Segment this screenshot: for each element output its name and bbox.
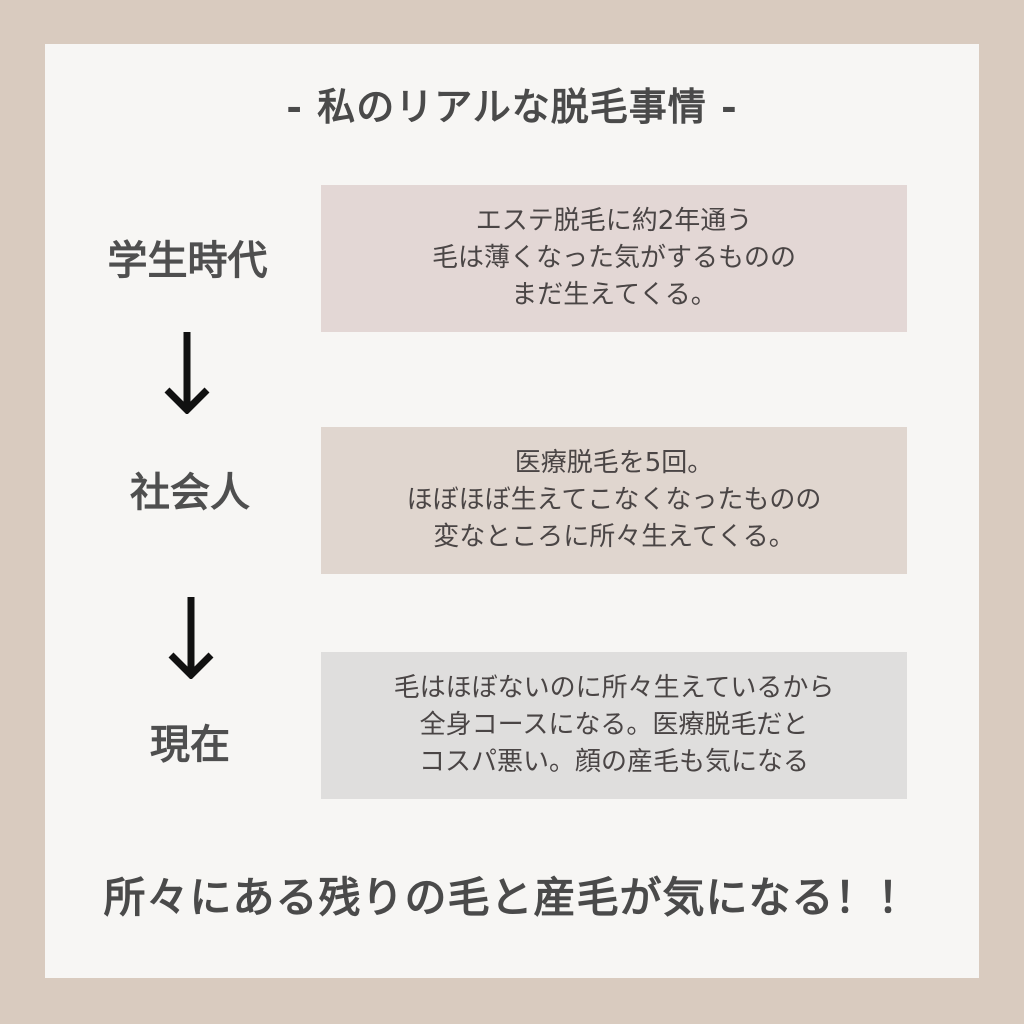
stage-box-working-adult: 医療脱毛を5回。 ほぼほぼ生えてこなくなったものの 変なところに所々生えてくる。 bbox=[321, 427, 907, 574]
stage-box-line: コスパ悪い。顔の産毛も気になる bbox=[418, 747, 809, 777]
stage-box-line: 毛は薄くなった気がするものの bbox=[431, 243, 796, 273]
arrow-down-icon bbox=[168, 597, 214, 679]
stage-box-line: まだ生えてくる。 bbox=[511, 280, 717, 310]
stage-label-present: 現在 bbox=[150, 721, 230, 768]
stage-box-line: 毛はほぼないのに所々生えているから bbox=[393, 673, 835, 703]
conclusion-text: 所々にある残りの毛と産毛が気になる！！ bbox=[103, 873, 921, 922]
stage-label-student: 学生時代 bbox=[107, 237, 268, 284]
arrow-down-icon bbox=[164, 332, 210, 414]
stage-box-line: エステ脱毛に約2年通う bbox=[475, 206, 753, 236]
stage-box-line: ほぼほぼ生えてこなくなったものの bbox=[406, 485, 822, 515]
stage-box-present: 毛はほぼないのに所々生えているから 全身コースになる。医療脱毛だと コスパ悪い。… bbox=[321, 652, 907, 799]
stage-label-working-adult: 社会人 bbox=[130, 469, 250, 516]
stage-box-line: 全身コースになる。医療脱毛だと bbox=[419, 710, 809, 740]
stage-box-line: 医療脱毛を5回。 bbox=[514, 448, 714, 478]
stage-box-student: エステ脱毛に約2年通う 毛は薄くなった気がするものの まだ生えてくる。 bbox=[321, 185, 907, 332]
page-title: - 私のリアルな脱毛事情 - bbox=[286, 84, 738, 129]
stage-box-line: 変なところに所々生えてくる。 bbox=[433, 522, 795, 552]
